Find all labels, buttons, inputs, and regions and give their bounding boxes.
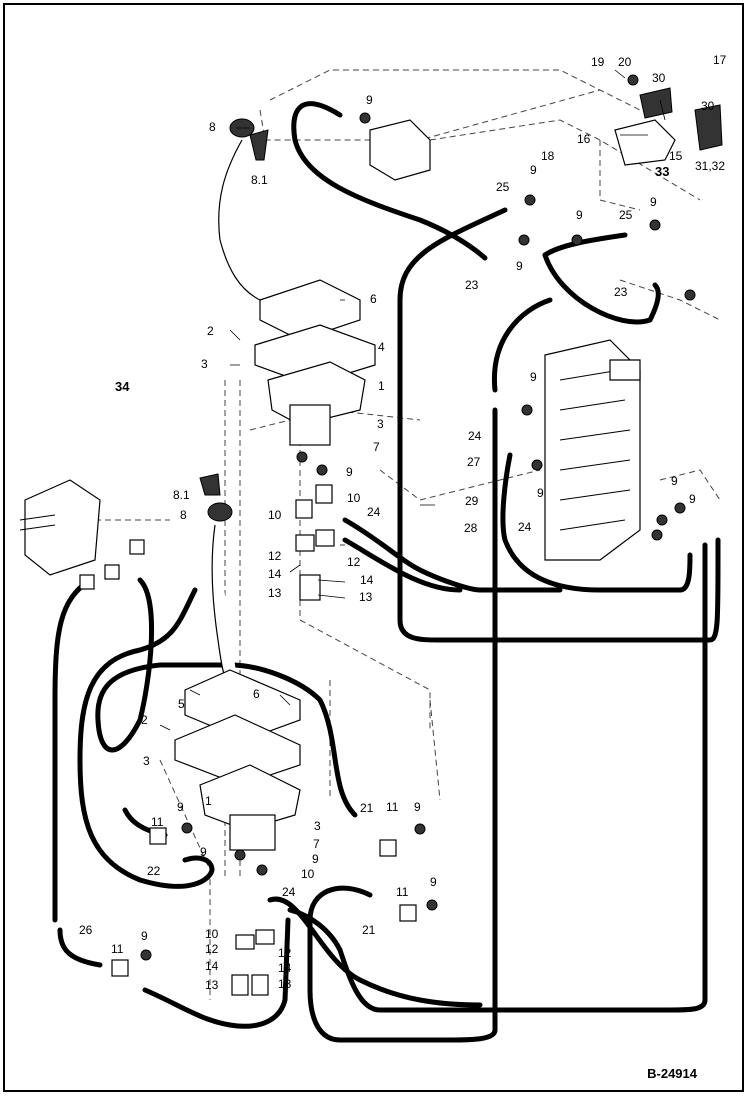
callout-label: 3 xyxy=(143,754,150,768)
callout-label: 12 xyxy=(268,549,282,563)
callout-label: 31,32 xyxy=(695,159,725,173)
callout-label: 10 xyxy=(268,508,282,522)
callout-label: 9 xyxy=(530,370,537,384)
pedal-rods xyxy=(211,139,321,701)
callout-label: 12 xyxy=(278,946,292,960)
callout-label: 9 xyxy=(650,195,657,209)
leader-lines xyxy=(159,69,666,731)
callout-label: 25 xyxy=(496,180,510,194)
callout-label: 9 xyxy=(576,208,583,222)
callout-label: 13 xyxy=(359,590,373,604)
callout-label: 14 xyxy=(205,959,219,973)
fittings xyxy=(79,74,696,996)
callout-label: 28 xyxy=(464,521,478,535)
left-bracket xyxy=(19,479,101,576)
callout-label: 9 xyxy=(537,486,544,500)
callout-label: 3 xyxy=(314,819,321,833)
pedal-pads xyxy=(199,118,269,522)
callout-label: 27 xyxy=(467,455,481,469)
pilot-valve xyxy=(369,87,723,181)
callout-label: 11 xyxy=(386,800,399,814)
callout-label: 3 xyxy=(201,357,208,371)
control-valve-block xyxy=(544,339,641,561)
callout-label: 9 xyxy=(689,492,696,506)
callout-label: 34 xyxy=(115,379,130,394)
callout-label: 21 xyxy=(362,923,376,937)
callout-label: 11 xyxy=(396,885,409,899)
callout-label: 29 xyxy=(465,494,479,508)
callout-label: 13 xyxy=(278,977,292,991)
callout-label: 9 xyxy=(516,259,523,273)
callout-label: 9 xyxy=(177,800,184,814)
callout-label: 11 xyxy=(151,815,164,829)
callout-label: 10 xyxy=(301,867,315,881)
callout-label: 13 xyxy=(268,586,282,600)
callout-label: 26 xyxy=(79,923,93,937)
callout-label: 24 xyxy=(367,505,381,519)
callout-label: 24 xyxy=(282,885,296,899)
callout-label: 23 xyxy=(465,278,479,292)
callout-label: 9 xyxy=(366,93,373,107)
callout-label: 17 xyxy=(713,53,727,67)
callout-label: 9 xyxy=(530,163,537,177)
callout-label: 9 xyxy=(414,800,421,814)
callout-label: 9 xyxy=(141,929,148,943)
callout-labels: 20 19 17 30 30 16 15 33 31,32 9 8 8.1 18… xyxy=(79,53,727,992)
callout-label: 8.1 xyxy=(173,488,190,502)
callout-label: 7 xyxy=(313,837,320,851)
callout-label: 21 xyxy=(360,801,374,815)
callout-label: 1 xyxy=(378,379,385,393)
callout-label: 9 xyxy=(430,875,437,889)
callout-label: 30 xyxy=(652,71,666,85)
callout-label: 2 xyxy=(207,324,214,338)
callout-label: 9 xyxy=(200,845,207,859)
callout-label: 4 xyxy=(378,340,385,354)
callout-label: 9 xyxy=(671,474,678,488)
callout-label: 9 xyxy=(312,852,319,866)
callout-label: 7 xyxy=(373,440,380,454)
callout-label: 11 xyxy=(111,942,124,956)
callout-label: 5 xyxy=(178,697,185,711)
callout-label: 2 xyxy=(141,713,148,727)
callout-label: 23 xyxy=(614,285,628,299)
callout-label: 9 xyxy=(346,465,353,479)
drawing-frame xyxy=(3,3,744,1092)
callout-label: 3 xyxy=(377,417,384,431)
callout-label: 8 xyxy=(209,120,216,134)
callout-label: 15 xyxy=(669,149,683,163)
upper-pedal-assembly xyxy=(254,279,376,446)
callout-label: 14 xyxy=(268,567,282,581)
callout-label: 22 xyxy=(147,864,161,878)
hoses xyxy=(52,101,721,1043)
callout-label: 8 xyxy=(180,508,187,522)
callout-label: 30 xyxy=(701,99,715,113)
callout-label: 8.1 xyxy=(251,173,268,187)
callout-label: 1 xyxy=(205,794,212,808)
callout-label: 19 xyxy=(591,55,605,69)
callout-label: 24 xyxy=(518,520,532,534)
document-code: B-24914 xyxy=(647,1066,697,1081)
callout-label: 18 xyxy=(541,149,555,163)
callout-label: 10 xyxy=(347,491,361,505)
lower-pedal-assembly xyxy=(174,669,301,851)
callout-label: 14 xyxy=(278,961,292,975)
callout-label: 13 xyxy=(205,978,219,992)
callout-label: 24 xyxy=(468,429,482,443)
callout-label: 12 xyxy=(205,942,219,956)
callout-label: 12 xyxy=(347,555,361,569)
callout-label: 6 xyxy=(370,292,377,306)
callout-label: 25 xyxy=(619,208,633,222)
callout-label: 10 xyxy=(205,927,219,941)
callout-label: 33 xyxy=(655,164,669,179)
callout-label: 6 xyxy=(253,687,260,701)
dashed-outlines xyxy=(55,69,721,1000)
callout-label: 16 xyxy=(577,132,591,146)
callout-label: 20 xyxy=(618,55,632,69)
callout-label: 14 xyxy=(360,573,374,587)
